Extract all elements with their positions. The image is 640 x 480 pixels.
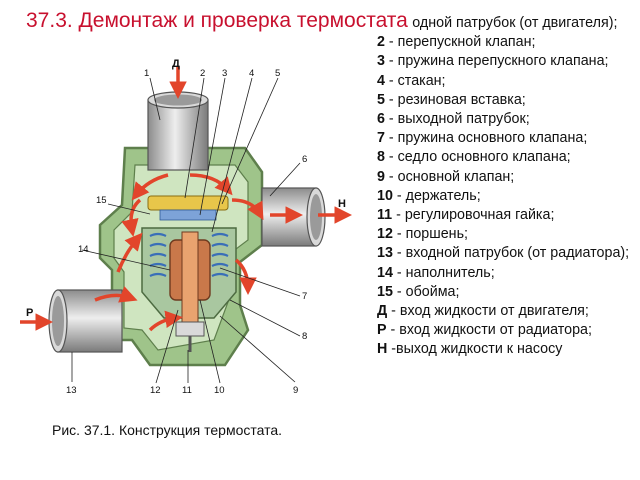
callout-9: 9 [293,385,298,396]
legend-item: 11 - регулировочная гайка; [377,206,637,225]
legend-item: 15 - обойма; [377,283,637,302]
callout-8: 8 [302,331,307,342]
legend-text: - основной клапан; [384,168,515,185]
callout-7: 7 [302,291,307,302]
legend-item: Д - вход жидкости от двигателя; [377,302,637,321]
callout-5: 5 [275,68,280,79]
legend-text: - седло основного клапана; [384,149,571,166]
legend-key: 8 [377,149,385,166]
legend-text: - стакан; [384,72,446,89]
parts-legend: 1 - входной патрубок (от двигателя);2 - … [377,14,637,360]
legend-item: 4 - стакан; [377,72,637,91]
figure-caption: Рис. 37.1. Конструкция термостата. [52,422,283,438]
legend-text: - вход жидкости от радиатора; [386,322,592,339]
legend-text: - входной патрубок (от радиатора); [392,245,630,262]
legend-key: 9 [377,168,385,185]
legend-key: 10 [377,187,393,204]
legend-key: 3 [377,53,385,70]
legend-key: Д [377,303,388,320]
outlet-pipe-pump [261,187,326,247]
legend-key: 6 [377,111,385,128]
callout-11: 11 [182,385,192,396]
legend-key: 13 [377,245,393,262]
flow-label-d: Д [172,58,180,70]
legend-item: Н -выход жидкости к насосу [377,340,637,359]
flow-label-r: Р [26,307,33,319]
legend-key: 5 [377,91,385,108]
flow-label-n: Н [338,198,346,210]
legend-text: -выход жидкости к насосу [387,341,563,358]
thermostat-diagram: Д Н Р 1 2 3 4 5 6 7 8 9 10 11 12 13 14 1… [20,58,352,396]
callout-12: 12 [150,385,161,396]
legend-text: - держатель; [392,187,481,204]
legend-item: Р - вход жидкости от радиатора; [377,321,637,340]
callout-lines [71,77,301,384]
legend-key: 12 [377,226,393,243]
callout-14: 14 [78,244,89,255]
legend-key: 15 [377,283,393,300]
legend-item: 14 - наполнитель; [377,264,637,283]
legend-text: - резиновая вставка; [384,91,526,108]
legend-item: 6 - выходной патрубок; [377,110,637,129]
callout-6: 6 [302,154,307,165]
legend-text: - входной патрубок (от двигателя); [384,15,618,31]
callout-13: 13 [66,385,77,396]
legend-text: - вход жидкости от двигателя; [387,303,589,320]
legend-item: 7 - пружина основного клапана; [377,129,637,148]
legend-text: - наполнитель; [392,264,495,281]
legend-item: 2 - перепускной клапан; [377,33,637,52]
legend-item: 3 - пружина перепускного клапана; [377,52,637,71]
legend-text: - пружина перепускного клапана; [384,53,609,70]
legend-text: - обойма; [392,283,460,300]
legend-key: 4 [377,72,385,89]
legend-item: 1 - входной патрубок (от двигателя); [377,14,637,33]
legend-text: - поршень; [392,226,468,243]
legend-item: 5 - резиновая вставка; [377,91,637,110]
callout-2: 2 [200,68,205,79]
bypass-valve [147,195,229,211]
legend-key: 11 [377,207,393,224]
legend-text: - регулировочная гайка; [392,207,555,224]
legend-text: - выходной патрубок; [384,111,530,128]
callout-4: 4 [249,68,254,79]
legend-key: 2 [377,34,385,51]
legend-key: 14 [377,264,393,281]
legend-item: 13 - входной патрубок (от радиатора); [377,244,637,263]
legend-key: Р [377,322,387,339]
callout-15: 15 [96,195,107,206]
flow-arrows [20,66,352,332]
main-valve-spring [149,232,229,277]
legend-item: 10 - держатель; [377,187,637,206]
callout-1: 1 [144,68,149,79]
piston [169,231,211,352]
legend-item: 9 - основной клапан; [377,168,637,187]
inlet-pipe-radiator [48,289,123,353]
page-title: 37.3. Демонтаж и проверка термостата [0,6,412,36]
legend-key: Н [377,341,388,358]
callout-3: 3 [222,68,227,79]
legend-item: 8 - седло основного клапана; [377,148,637,167]
legend-key: 7 [377,130,385,147]
legend-item: 12 - поршень; [377,225,637,244]
legend-text: - пружина основного клапана; [384,130,588,147]
legend-text: - перепускной клапан; [384,34,536,51]
callout-10: 10 [214,385,225,396]
inlet-pipe-engine [147,91,209,171]
